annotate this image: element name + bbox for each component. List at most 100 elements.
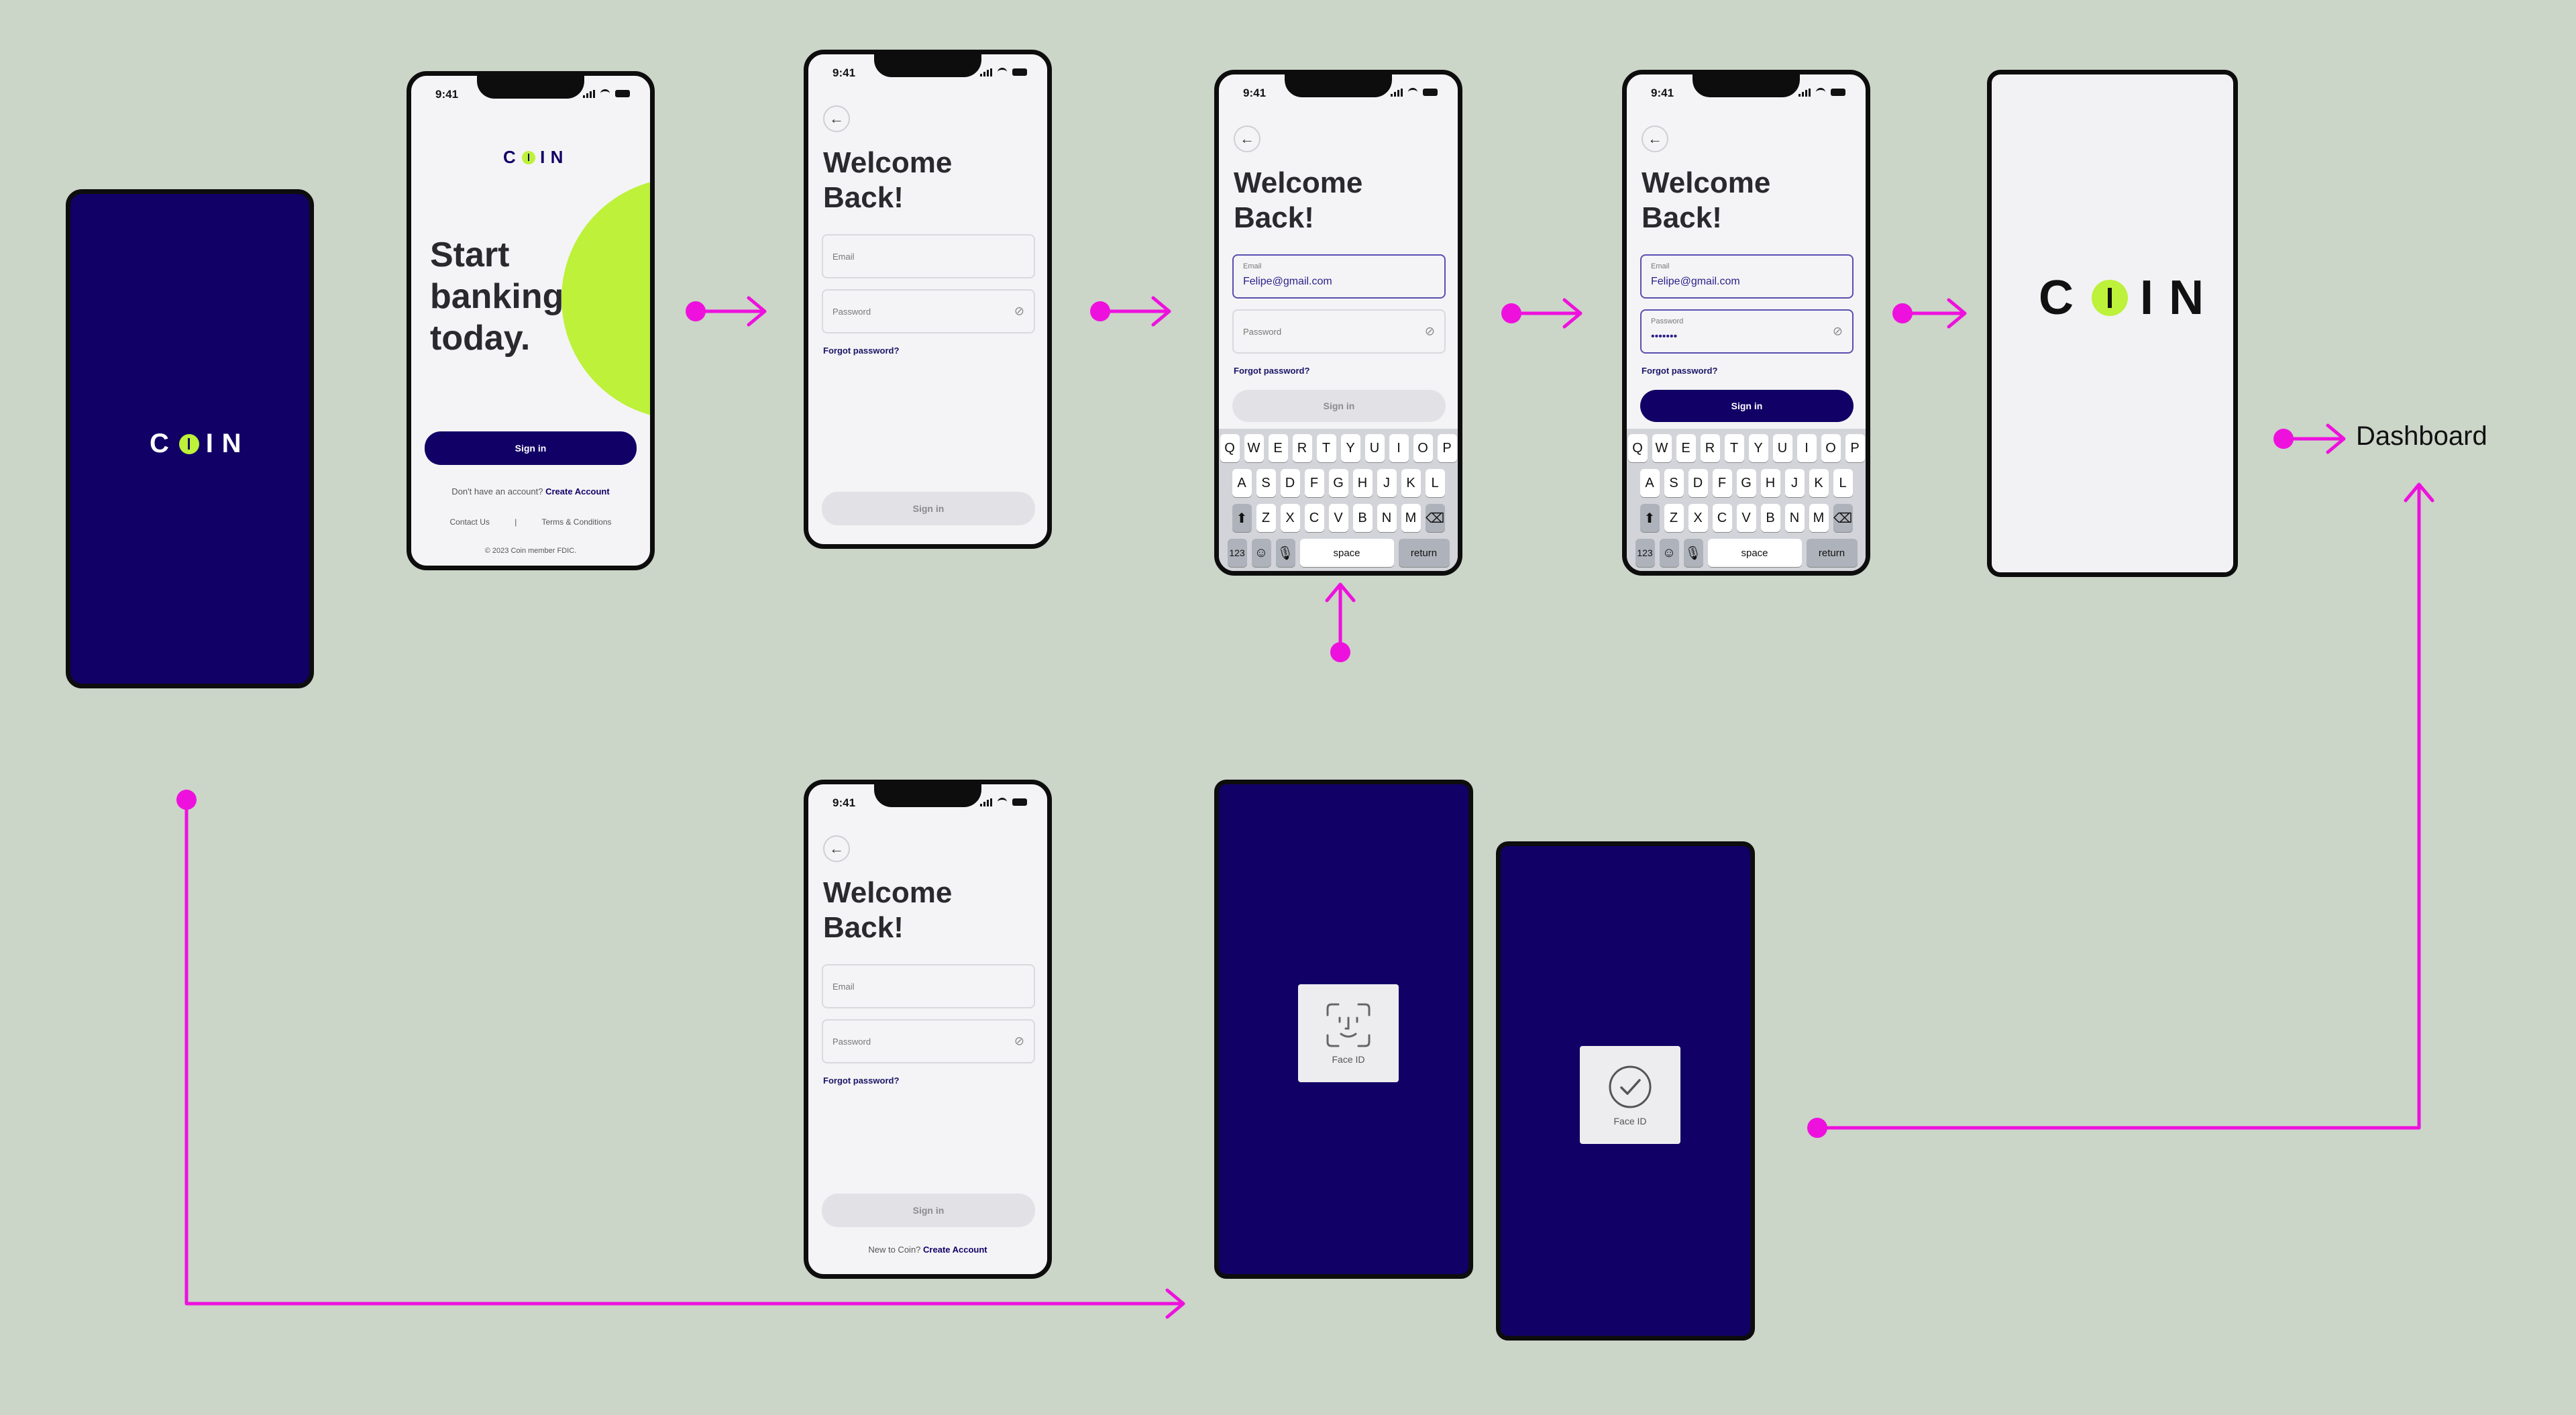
key[interactable]: X [1280, 504, 1300, 532]
key[interactable]: K [1401, 469, 1421, 497]
numbers-key[interactable]: 123 [1227, 539, 1247, 567]
back-arrow-icon[interactable]: ← [1642, 125, 1668, 152]
key[interactable]: U [1772, 434, 1792, 462]
key[interactable]: K [1809, 469, 1829, 497]
key[interactable]: B [1760, 504, 1780, 532]
key[interactable]: N [1377, 504, 1397, 532]
key[interactable]: Z [1664, 504, 1684, 532]
key[interactable]: E [1676, 434, 1696, 462]
key[interactable]: R [1700, 434, 1720, 462]
create-account-prompt: New to Coin? Create Account [868, 1245, 987, 1255]
eye-off-icon[interactable]: ⊘ [1424, 324, 1435, 338]
key[interactable]: U [1364, 434, 1385, 462]
key[interactable]: X [1688, 504, 1708, 532]
numbers-key[interactable]: 123 [1635, 539, 1655, 567]
forgot-password-link[interactable]: Forgot password? [1642, 366, 1718, 376]
key[interactable]: F [1304, 469, 1324, 497]
coin-logo-o-icon [2092, 280, 2129, 316]
return-key[interactable]: return [1398, 539, 1450, 567]
email-field[interactable]: Email [822, 964, 1035, 1008]
backspace-icon[interactable]: ⌫ [1425, 504, 1445, 532]
forgot-password-link[interactable]: Forgot password? [1234, 366, 1310, 376]
key[interactable]: G [1736, 469, 1756, 497]
login-title: Welcome Back! [1234, 166, 1363, 234]
eye-off-icon[interactable]: ⊘ [1832, 324, 1843, 338]
key[interactable]: P [1437, 434, 1457, 462]
key[interactable]: Y [1748, 434, 1768, 462]
key[interactable]: V [1328, 504, 1348, 532]
key[interactable]: L [1425, 469, 1445, 497]
terms-link[interactable]: Terms & Conditions [541, 517, 612, 527]
key[interactable]: M [1401, 504, 1421, 532]
key[interactable]: I [1389, 434, 1409, 462]
sign-in-button[interactable]: Sign in [822, 1194, 1035, 1227]
sign-in-button[interactable]: Sign in [425, 431, 637, 465]
key[interactable]: G [1328, 469, 1348, 497]
key[interactable]: P [1845, 434, 1865, 462]
key[interactable]: F [1712, 469, 1732, 497]
eye-off-icon[interactable]: ⊘ [1014, 1034, 1024, 1048]
shift-icon[interactable]: ⬆ [1232, 504, 1252, 532]
emoji-icon[interactable]: ☺ [1251, 539, 1271, 567]
key[interactable]: V [1736, 504, 1756, 532]
key[interactable]: J [1377, 469, 1397, 497]
key[interactable]: B [1352, 504, 1373, 532]
key[interactable]: T [1724, 434, 1744, 462]
sign-in-button[interactable]: Sign in [1640, 390, 1854, 422]
key[interactable]: H [1352, 469, 1373, 497]
email-field[interactable]: Email Felipe@gmail.com [1640, 254, 1854, 299]
key[interactable]: W [1652, 434, 1672, 462]
key[interactable]: Y [1340, 434, 1360, 462]
password-field[interactable]: Password ⊘ [822, 289, 1035, 333]
key[interactable]: R [1292, 434, 1312, 462]
key[interactable]: O [1413, 434, 1433, 462]
space-key[interactable]: space [1299, 539, 1394, 567]
email-field[interactable]: Email Felipe@gmail.com [1232, 254, 1446, 299]
shift-icon[interactable]: ⬆ [1640, 504, 1660, 532]
key[interactable]: S [1664, 469, 1684, 497]
key[interactable]: E [1268, 434, 1288, 462]
eye-off-icon[interactable]: ⊘ [1014, 304, 1024, 318]
create-account-link[interactable]: Create Account [923, 1245, 987, 1255]
key[interactable]: L [1833, 469, 1853, 497]
key[interactable]: C [1712, 504, 1732, 532]
password-field[interactable]: Password ⊘ [1232, 309, 1446, 354]
key[interactable]: Q [1627, 434, 1648, 462]
email-field[interactable]: Email [822, 234, 1035, 278]
emoji-icon[interactable]: ☺ [1659, 539, 1679, 567]
back-arrow-icon[interactable]: ← [823, 105, 850, 132]
password-field[interactable]: Password ⊘ [822, 1019, 1035, 1063]
signal-icon [980, 68, 992, 76]
return-key[interactable]: return [1806, 539, 1858, 567]
key[interactable]: Z [1256, 504, 1276, 532]
mic-icon[interactable]: 🎙 [1275, 539, 1295, 567]
mic-icon[interactable]: 🎙 [1683, 539, 1703, 567]
key[interactable]: D [1280, 469, 1300, 497]
key[interactable]: A [1232, 469, 1252, 497]
sign-in-button[interactable]: Sign in [1232, 390, 1446, 422]
key[interactable]: Q [1220, 434, 1240, 462]
key[interactable]: I [1796, 434, 1817, 462]
phone-login-empty: 9:41 ← Welcome Back! Email Password ⊘ Fo… [804, 50, 1052, 549]
key[interactable]: A [1640, 469, 1660, 497]
forgot-password-link[interactable]: Forgot password? [823, 1076, 900, 1086]
key[interactable]: M [1809, 504, 1829, 532]
key[interactable]: O [1821, 434, 1841, 462]
key[interactable]: J [1784, 469, 1805, 497]
space-key[interactable]: space [1707, 539, 1802, 567]
key[interactable]: C [1304, 504, 1324, 532]
sign-in-button[interactable]: Sign in [822, 492, 1035, 525]
contact-link[interactable]: Contact Us [449, 517, 490, 527]
create-account-link[interactable]: Create Account [545, 486, 610, 496]
key[interactable]: D [1688, 469, 1708, 497]
key[interactable]: W [1244, 434, 1264, 462]
back-arrow-icon[interactable]: ← [1234, 125, 1260, 152]
key[interactable]: T [1316, 434, 1336, 462]
back-arrow-icon[interactable]: ← [823, 835, 850, 862]
forgot-password-link[interactable]: Forgot password? [823, 346, 900, 356]
key[interactable]: S [1256, 469, 1276, 497]
password-field[interactable]: Password ••••••• ⊘ [1640, 309, 1854, 354]
backspace-icon[interactable]: ⌫ [1833, 504, 1853, 532]
key[interactable]: H [1760, 469, 1780, 497]
key[interactable]: N [1784, 504, 1805, 532]
